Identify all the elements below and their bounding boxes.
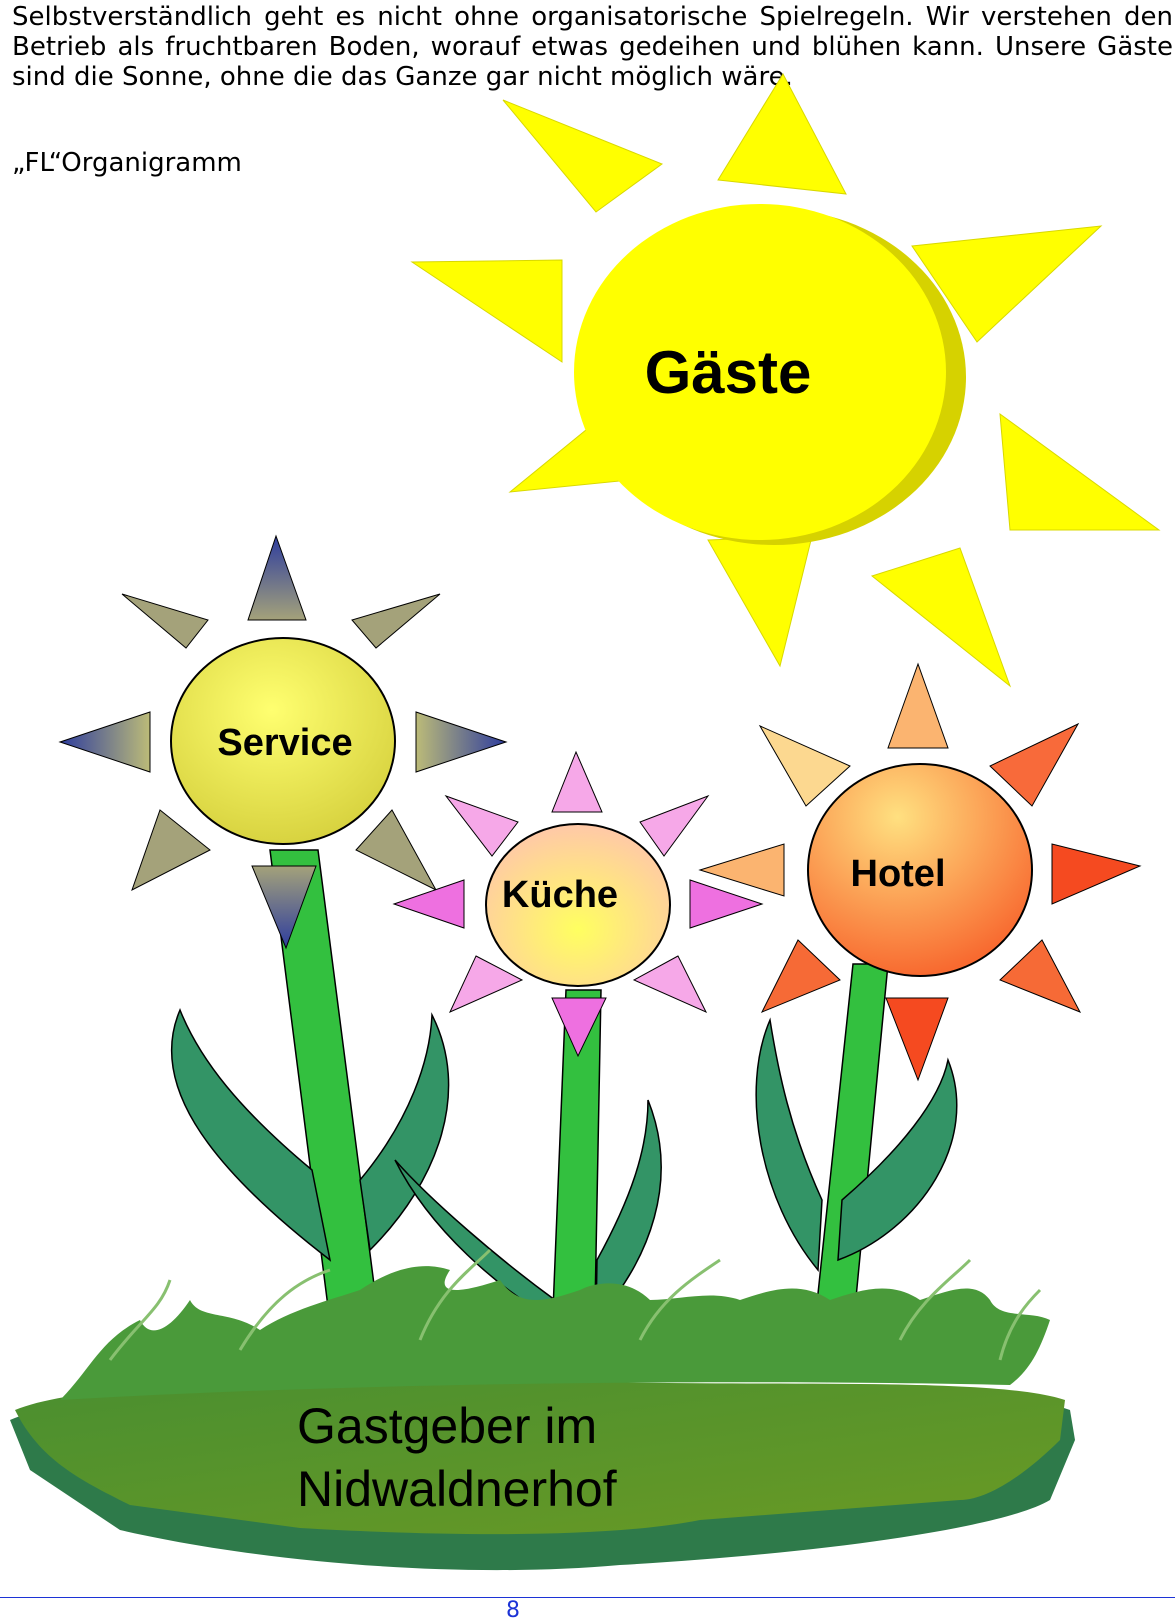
petal (446, 796, 518, 856)
petal (248, 536, 306, 620)
sun-ray (872, 548, 1010, 686)
footer-rule (0, 1597, 1175, 1598)
petal (886, 998, 948, 1080)
petal (634, 956, 706, 1012)
petal (1000, 940, 1080, 1012)
sun-ray (708, 536, 812, 666)
petal (356, 810, 436, 890)
petal (394, 880, 464, 928)
page-number: 8 (506, 1600, 520, 1622)
petal (450, 956, 522, 1012)
petal (416, 712, 506, 772)
petal (760, 726, 850, 806)
petal (352, 594, 440, 648)
hotel-label: Hotel (851, 853, 946, 895)
sun-ray (412, 260, 562, 362)
petal (640, 796, 708, 856)
petal (132, 810, 210, 890)
sun: Gäste (412, 74, 1159, 686)
sun-ray (718, 74, 846, 194)
petal (1052, 844, 1140, 904)
flower-kueche: Küche (394, 752, 762, 1056)
petal (990, 724, 1078, 806)
kueche-label: Küche (502, 874, 618, 916)
flower-hotel: Hotel (700, 664, 1140, 1080)
leaf (756, 1020, 822, 1270)
petal (888, 664, 948, 748)
flower-service: Service (60, 536, 506, 948)
petal (60, 712, 150, 772)
sun-label: Gäste (645, 339, 812, 406)
ground-label-line1: Gastgeber im (297, 1398, 597, 1454)
service-label: Service (217, 722, 352, 764)
ground-label-line2: Nidwaldnerhof (297, 1461, 617, 1517)
petal (690, 880, 762, 928)
petal (552, 752, 602, 812)
sun-ray (1000, 414, 1159, 530)
petal (122, 594, 208, 648)
petal (762, 940, 840, 1012)
sun-ray (503, 100, 662, 212)
